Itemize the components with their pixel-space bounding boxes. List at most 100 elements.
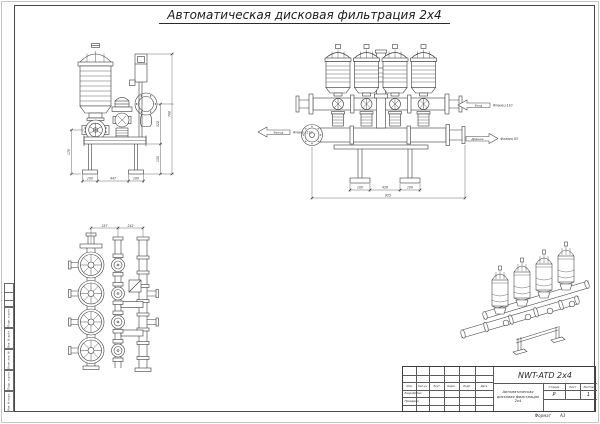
- front-view: 100 426 100 825 Выход Фланец 110 Вход Фл…: [250, 40, 524, 202]
- plan-valve-3: [111, 310, 125, 334]
- designation: NWT-ATD 2x4: [518, 370, 572, 380]
- stamp-label: Подп. и дата: [7, 371, 11, 390]
- manifold-flange-side: [134, 92, 158, 127]
- format-value: А3: [559, 413, 566, 418]
- side-view-dimensions: [69, 52, 174, 183]
- stamp-grid: [4, 283, 14, 307]
- disc-filter-side: [77, 43, 114, 141]
- manifold-legs-side: [82, 135, 147, 175]
- disc-filter-1: [324, 44, 352, 127]
- stamp-label: Инв. № дубл.: [7, 329, 11, 348]
- stamp-vzam-inv: Взам. инв. №: [4, 349, 14, 370]
- col-doc: №док.: [447, 384, 456, 388]
- dim-label: 100: [407, 186, 413, 190]
- dim-label: 825: [385, 194, 391, 198]
- iso-filter-4: [557, 241, 575, 291]
- col-date: Дата: [480, 384, 488, 388]
- stamp-label: Подп. и дата: [7, 308, 11, 327]
- dim-label: 520: [156, 121, 160, 127]
- col-kol: Кол.уч: [418, 384, 427, 388]
- front-view-geometry: [295, 44, 466, 184]
- dim-label: 170: [67, 149, 71, 155]
- sheets-header: Листов: [583, 384, 594, 389]
- side-view: 100 447 100 170 520 150 700: [60, 40, 235, 198]
- dim-label: 242: [128, 224, 134, 228]
- disc-filter-4: [410, 44, 437, 127]
- page-title-text: Автоматическая дисковая фильтрация 2x4: [159, 8, 450, 24]
- dim-label: 447: [110, 177, 116, 181]
- stage-value: Р: [552, 391, 556, 398]
- plan-filter-4: [68, 337, 105, 364]
- disc-filter-3: [381, 44, 409, 127]
- format-label: Формат: [534, 413, 551, 418]
- plan-view-geometry: [68, 232, 159, 372]
- dim-label: 426: [382, 186, 388, 190]
- plan-filter-2: [68, 280, 105, 307]
- inlet-arrow-label: Вход: [475, 103, 482, 107]
- iso-filter-2: [513, 257, 531, 307]
- stamp-sign-date-2: Подп. и дата: [4, 370, 14, 391]
- plan-view-drawing: 257 242: [68, 224, 159, 372]
- isometric-view: [456, 240, 596, 362]
- row-developed: Разработал: [404, 391, 422, 396]
- isometric-geometry: [460, 241, 590, 355]
- stamp-sign-date-1: Подп. и дата: [4, 307, 14, 328]
- stamp-label: Взам. инв. №: [7, 350, 11, 369]
- plan-view: 257 242: [58, 220, 193, 375]
- front-view-drawing: 100 426 100 825 Выход Фланец 110 Вход Фл…: [257, 44, 519, 200]
- outlet-arrow-shape: [257, 126, 291, 138]
- format-note: Формат А3: [506, 413, 594, 418]
- controller-post-side: [129, 53, 148, 137]
- flow-annotations: Выход Фланец 110 Вход Фланец 110 Дренаж …: [257, 99, 519, 144]
- drain-flange-label: Фланец 63: [501, 137, 519, 141]
- inlet-arrow-shape: [457, 99, 491, 111]
- stage-header: Стадия: [548, 384, 560, 389]
- plan-view-dimensions: [89, 226, 145, 244]
- row-checked: Проверил: [404, 398, 419, 403]
- stamp-inv-dubl: Инв. № дубл.: [4, 328, 14, 349]
- stamp-label: Инв. № подл.: [7, 392, 11, 411]
- isometric-view-drawing: [460, 241, 590, 355]
- iso-lower-manifold: [460, 295, 580, 339]
- front-view-dim-labels: 100 426 100 825: [357, 186, 413, 198]
- side-view-dim-labels: 100 447 100 170 520 150 700: [67, 111, 172, 181]
- iso-legs: [512, 326, 566, 355]
- disc-filter-2: [353, 44, 380, 127]
- dim-label: 100: [87, 177, 93, 181]
- side-view-geometry: [77, 43, 158, 175]
- stamp-inv-podl: Инв. № подл.: [4, 391, 14, 412]
- outlet-arrow-label: Выход: [274, 131, 284, 135]
- col-list: Лист: [433, 384, 440, 388]
- plan-filter-1: [68, 251, 105, 279]
- plan-view-dim-labels: 257 242: [102, 224, 134, 228]
- col-izm: Изм.: [406, 384, 413, 388]
- drawing-frame: [14, 5, 595, 412]
- lower-manifold: [311, 124, 466, 146]
- plan-valve-4: [111, 339, 125, 362]
- plan-filter-3: [68, 308, 105, 336]
- drain-valve-side: [111, 97, 133, 138]
- iso-filter-3: [535, 249, 553, 299]
- outlet-flange-face: [301, 124, 323, 146]
- drain-arrow-shape: [465, 133, 499, 144]
- title-block: Изм. Кол.уч Лист №док. Подп. Дата Разраб…: [402, 366, 597, 412]
- dim-label: 100: [133, 177, 139, 181]
- support-frame: [333, 144, 429, 184]
- drain-arrow-label: Дренаж: [470, 137, 484, 141]
- front-view-dimensions: [310, 145, 467, 200]
- sheet-header: Лист: [568, 384, 577, 389]
- side-view-drawing: 100 447 100 170 520 150 700: [67, 43, 174, 183]
- outlet-flange-label: Фланец 110: [293, 131, 312, 135]
- col-sign: Подп.: [463, 384, 471, 388]
- iso-filter-1: [491, 265, 509, 315]
- iso-upper-manifold: [482, 280, 590, 320]
- inlet-flange-label: Фланец 110: [493, 103, 512, 107]
- page-title: Автоматическая дисковая фильтрация 2x4: [14, 8, 595, 24]
- sheets-value: 1: [586, 391, 591, 398]
- frame-stamps: Подп. и дата Инв. № дубл. Взам. инв. № П…: [4, 283, 14, 412]
- plan-right-pipe: [120, 236, 159, 372]
- plan-valve-1: [111, 253, 125, 277]
- iso-valves: [502, 300, 576, 327]
- dim-label: 257: [102, 224, 108, 228]
